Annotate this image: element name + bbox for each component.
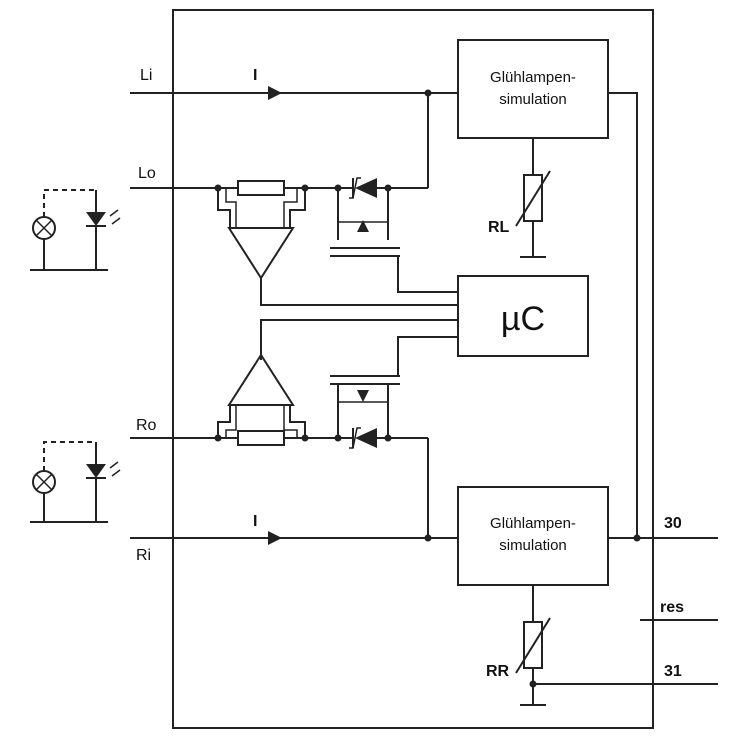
lamp-simulation-block-top (457, 39, 609, 139)
mosfet-top-gate-lead (397, 256, 458, 293)
lamp-simulation-bottom-line1: Glühlampen- (490, 515, 576, 532)
led-lo-icon (86, 212, 106, 226)
shunt-resistor-bottom (237, 430, 285, 446)
amp-top-input-c (225, 188, 237, 228)
terminal-ro-label: Ro (136, 417, 157, 434)
terminal-li-label: Li (140, 67, 152, 84)
junction-30 (633, 534, 641, 542)
shunt-resistor-top (237, 180, 285, 196)
amp-bottom-input-d (283, 405, 298, 438)
terminal-31-label: 31 (664, 663, 682, 680)
current-arrow-top (268, 86, 282, 100)
led-ro-ray2 (111, 469, 121, 477)
amp-top-input-b (289, 188, 306, 228)
amp-bottom-input-c (225, 405, 237, 438)
lamp-simulation-top-line1: Glühlampen- (490, 69, 576, 86)
amp-bottom-output (260, 319, 458, 360)
lamp-ro-cross2 (35, 473, 53, 491)
microcontroller-label: µC (501, 300, 545, 338)
current-label-top: I (253, 67, 257, 84)
mosfet-top-arrow (357, 220, 369, 232)
supply-rail (608, 92, 638, 538)
resistor-rr-label: RR (486, 663, 510, 680)
lamp-simulation-bottom-line2: simulation (499, 537, 567, 554)
junction-ro-3 (334, 434, 342, 442)
junction-ro-2 (301, 434, 309, 442)
rl-adjust-arrow (515, 170, 551, 227)
microcontroller-block (457, 275, 589, 357)
led-ro-icon (86, 464, 106, 478)
led-lo-ray2 (111, 217, 121, 225)
lamp-lo-cross2 (35, 219, 53, 237)
terminal-res-label: res (660, 599, 684, 616)
terminal-ri-label: Ri (136, 547, 151, 564)
terminal-30-label: 30 (664, 515, 682, 532)
resistor-rl-label: RL (488, 219, 510, 236)
amp-top-input-d (283, 188, 298, 228)
diode-top-zener-mark (349, 177, 361, 199)
diode-top (355, 178, 377, 198)
amplifier-bottom (227, 353, 295, 406)
terminal-lo-label: Lo (138, 165, 156, 182)
junction-ro-1 (214, 434, 222, 442)
lamp-ro-wiring (43, 441, 96, 471)
junction-ri (424, 534, 432, 542)
rr-adjust-arrow (515, 617, 551, 674)
amp-top-output (260, 278, 458, 306)
led-ro-ray1 (109, 461, 119, 469)
amp-bottom-input-a (217, 405, 231, 438)
amplifier-top (227, 227, 295, 280)
amp-top-input-a (217, 188, 231, 228)
lamp-lo-wiring (43, 189, 96, 217)
current-arrow-bottom (268, 531, 282, 545)
lamp-simulation-top-line2: simulation (499, 91, 567, 108)
amp-bottom-input-b (289, 405, 306, 438)
led-lo-ray1 (109, 209, 119, 217)
junction-31 (529, 680, 537, 688)
mosfet-bottom-gate-lead (397, 336, 458, 376)
module-outline (172, 9, 654, 729)
diode-bottom (355, 428, 377, 448)
mosfet-bottom-arrow (357, 390, 369, 402)
current-label-bottom: I (253, 513, 257, 530)
lamp-simulation-block-bottom (457, 486, 609, 586)
diode-bottom-zener-mark (349, 427, 361, 449)
